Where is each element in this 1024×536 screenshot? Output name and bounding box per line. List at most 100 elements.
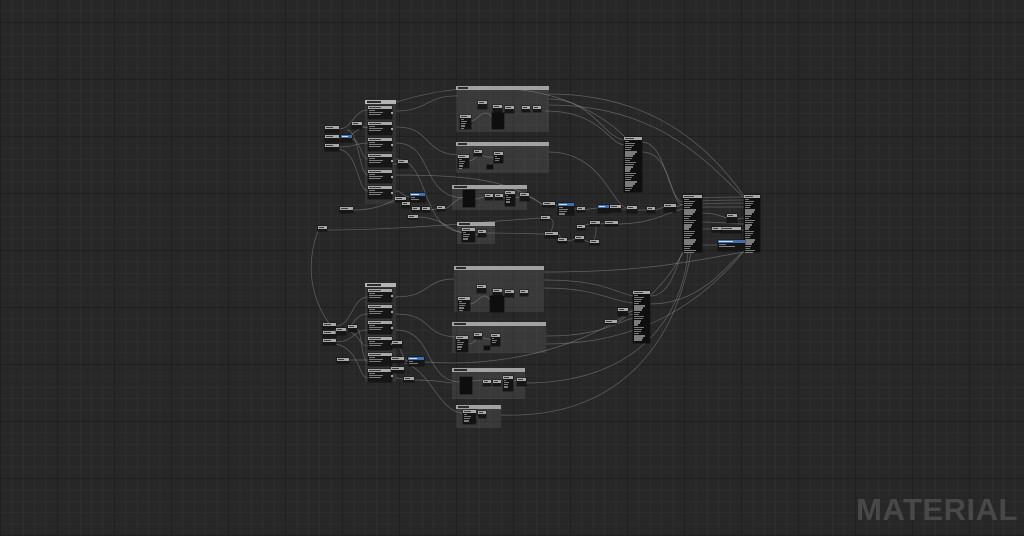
texture-sample-bot-3-output-pin[interactable] bbox=[391, 326, 393, 329]
mid-node-3[interactable] bbox=[577, 207, 585, 212]
c3-node-d[interactable] bbox=[505, 191, 515, 206]
d2-node-d[interactable] bbox=[484, 346, 490, 350]
d1-node-b[interactable] bbox=[493, 289, 502, 298]
small-node-b1[interactable] bbox=[337, 358, 349, 363]
mid-node-2-selected[interactable] bbox=[558, 203, 574, 215]
comment-box-1-title-bar[interactable] bbox=[456, 86, 549, 90]
texture-sample-bot-6-output-pin[interactable] bbox=[391, 374, 393, 377]
texture-sample-bot-6[interactable] bbox=[368, 369, 393, 382]
param-node-b4[interactable] bbox=[336, 328, 346, 335]
small-node-8[interactable] bbox=[340, 207, 353, 213]
comment-box-7-title-bar[interactable] bbox=[452, 368, 525, 372]
small-node-b2[interactable] bbox=[392, 341, 402, 348]
blue-node-top[interactable] bbox=[410, 193, 425, 202]
c3-node-e[interactable] bbox=[520, 193, 529, 201]
c1-node-f[interactable] bbox=[460, 115, 471, 129]
small-node-b3[interactable] bbox=[391, 357, 404, 363]
small-node-b7[interactable] bbox=[605, 320, 617, 324]
texture-sample-bot-2[interactable] bbox=[368, 305, 393, 318]
mid-node-13[interactable] bbox=[545, 232, 558, 238]
c4-node-a[interactable] bbox=[462, 228, 475, 242]
c1-node-a[interactable] bbox=[478, 101, 487, 109]
small-node-b5[interactable] bbox=[404, 377, 414, 382]
texture-sample-top-5[interactable] bbox=[368, 170, 393, 183]
output-pin-node[interactable] bbox=[744, 195, 760, 254]
c4-node-b[interactable] bbox=[478, 230, 486, 237]
d3-node-e[interactable] bbox=[517, 378, 526, 386]
texture-sample-bot-3[interactable] bbox=[368, 321, 393, 334]
small-node-2[interactable] bbox=[395, 197, 406, 202]
c1-node-d[interactable] bbox=[522, 106, 530, 112]
small-node-3[interactable] bbox=[402, 202, 410, 208]
small-node-b6[interactable] bbox=[618, 308, 628, 316]
right-node-3[interactable] bbox=[712, 227, 721, 232]
d2-node-a[interactable] bbox=[474, 333, 482, 339]
texture-sample-bot-1-output-pin[interactable] bbox=[391, 294, 393, 297]
d2-node-c[interactable] bbox=[491, 334, 500, 346]
mid-node-4-selected[interactable] bbox=[598, 205, 609, 213]
c1-node-g[interactable] bbox=[492, 113, 504, 129]
comment-box-3-title-bar[interactable] bbox=[452, 185, 527, 189]
mid-node-7[interactable] bbox=[647, 207, 655, 213]
d1-node-f[interactable] bbox=[490, 296, 504, 312]
param-node-1[interactable] bbox=[325, 126, 339, 133]
right-node-2[interactable] bbox=[721, 227, 741, 233]
c1-node-c[interactable] bbox=[505, 106, 514, 113]
param-node-2[interactable] bbox=[325, 135, 339, 142]
d3-node-c[interactable] bbox=[493, 380, 501, 386]
mid-node-5[interactable] bbox=[610, 205, 621, 212]
d3-node-a[interactable] bbox=[460, 377, 472, 394]
right-node-1[interactable] bbox=[727, 214, 737, 223]
comment-box-5-title-bar[interactable] bbox=[454, 266, 544, 270]
c3-node-a[interactable] bbox=[463, 190, 475, 207]
texture-sample-top-1-output-pin[interactable] bbox=[391, 111, 393, 114]
input-pin-node[interactable] bbox=[683, 195, 702, 254]
d4-node-a[interactable] bbox=[463, 410, 476, 424]
mid-node-16[interactable] bbox=[590, 240, 599, 245]
texture-sample-top-3[interactable] bbox=[368, 138, 393, 151]
texture-sample-bot-2-output-pin[interactable] bbox=[391, 310, 393, 313]
texture-sample-top-6[interactable] bbox=[368, 186, 393, 199]
c1-node-e[interactable] bbox=[533, 106, 541, 112]
small-node-b4[interactable] bbox=[391, 367, 404, 373]
param-node-b2[interactable] bbox=[323, 331, 336, 337]
param-node-5[interactable] bbox=[352, 122, 362, 129]
d2-node-b[interactable] bbox=[456, 336, 468, 352]
blue-node-bottom[interactable] bbox=[408, 357, 424, 366]
mid-node-12[interactable] bbox=[605, 221, 618, 226]
param-node-b3[interactable] bbox=[323, 339, 336, 345]
param-node-3[interactable] bbox=[325, 144, 339, 151]
mid-node-10[interactable] bbox=[577, 225, 585, 230]
texture-sample-bot-1[interactable] bbox=[368, 289, 393, 302]
comment-box-6-title-bar[interactable] bbox=[452, 322, 546, 326]
tall-pin-node-top[interactable] bbox=[624, 137, 642, 192]
d3-node-d[interactable] bbox=[503, 376, 513, 391]
c1-node-b[interactable] bbox=[493, 105, 502, 114]
mid-node-9[interactable] bbox=[541, 216, 550, 220]
small-node-7[interactable] bbox=[408, 215, 418, 219]
c2-node-b[interactable] bbox=[458, 155, 469, 169]
param-node-b1[interactable] bbox=[323, 323, 336, 329]
texture-sample-top-4-output-pin[interactable] bbox=[391, 159, 393, 162]
comment-box-8-title-bar[interactable] bbox=[456, 405, 501, 409]
texture-sample-top-6-output-pin[interactable] bbox=[391, 191, 393, 194]
c2-node-a[interactable] bbox=[474, 150, 482, 156]
texture-sample-top-2[interactable] bbox=[368, 122, 393, 135]
small-node-6[interactable] bbox=[437, 206, 445, 211]
small-node-1[interactable] bbox=[398, 160, 408, 168]
small-node-4[interactable] bbox=[412, 207, 420, 212]
mid-node-8[interactable] bbox=[664, 204, 676, 212]
frame-texture-stack-top-title-bar[interactable] bbox=[365, 100, 396, 104]
comment-box-2-title-bar[interactable] bbox=[456, 142, 549, 146]
param-node-b5[interactable] bbox=[348, 325, 357, 332]
d1-node-d[interactable] bbox=[520, 290, 528, 296]
texture-sample-top-2-output-pin[interactable] bbox=[391, 127, 393, 130]
c3-node-c[interactable] bbox=[495, 194, 503, 200]
d1-node-a[interactable] bbox=[477, 285, 486, 293]
mid-node-1[interactable] bbox=[543, 202, 555, 207]
texture-sample-top-5-output-pin[interactable] bbox=[391, 175, 393, 178]
c3-node-b[interactable] bbox=[485, 194, 493, 200]
c2-node-c[interactable] bbox=[494, 152, 503, 163]
small-node-5[interactable] bbox=[422, 207, 430, 212]
